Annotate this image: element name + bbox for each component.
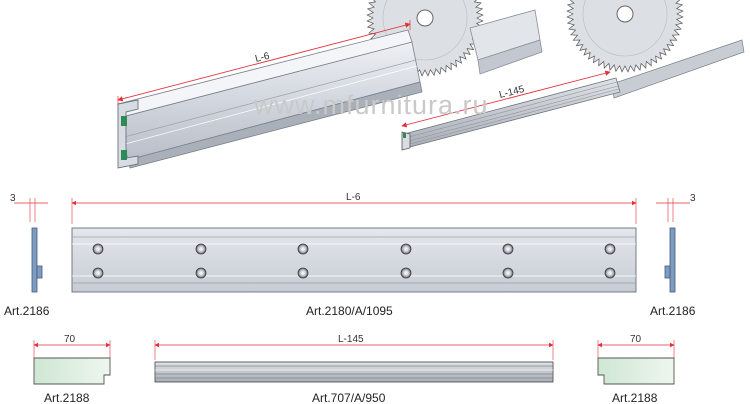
long-profile-3d: [117, 9, 543, 169]
main-profile: [71, 227, 637, 293]
label-main-profile: Art.2180/A/1095: [306, 304, 393, 318]
gap-dimension-right: 3: [690, 193, 696, 204]
mounting-hole: [297, 243, 309, 255]
dimension-label-block-right: 70: [630, 334, 642, 345]
mounting-hole: [195, 243, 207, 255]
dimension-label-l145-top: L-145: [498, 84, 526, 101]
mounting-hole: [297, 267, 309, 279]
dimension-label-l6: L-6: [346, 192, 361, 203]
perspective-view: L-6 L-145 www.mfurnitura.ru: [117, 0, 745, 169]
mounting-hole: [400, 243, 412, 255]
mounting-hole: [604, 243, 616, 255]
end-cap-left: [31, 227, 43, 293]
mounting-hole: [502, 267, 514, 279]
grooved-strip: [154, 361, 554, 383]
mounting-hole: [502, 243, 514, 255]
watermark: www.mfurnitura.ru: [253, 90, 489, 120]
label-strip: Art.707/A/950: [312, 391, 386, 404]
end-cap-right: [664, 227, 676, 293]
saw-blade-icon: [566, 0, 684, 73]
label-end-cap-left: Art.2186: [4, 304, 50, 318]
label-block-left: Art.2188: [44, 391, 90, 404]
mounting-hole: [195, 267, 207, 279]
dimension-label-block-left: 70: [64, 334, 76, 345]
mounting-hole: [92, 243, 104, 255]
dimension-line-l145-top: [401, 70, 611, 128]
block-right: [597, 357, 675, 385]
dimension-label-l145: L-145: [338, 334, 364, 345]
label-block-right: Art.2188: [612, 391, 658, 404]
dimension-label-l6-top: L-6: [254, 51, 271, 65]
mounting-hole: [92, 267, 104, 279]
orthographic-view: 3 L-6 3 Art.2186 Art.2180/A/1095: [4, 192, 696, 404]
label-end-cap-right: Art.2186: [650, 304, 696, 318]
mounting-hole: [400, 267, 412, 279]
dimension-line-l6-top: [117, 22, 411, 102]
mounting-hole: [604, 267, 616, 279]
gap-dimension-left: 3: [10, 193, 16, 204]
block-left: [33, 357, 111, 385]
